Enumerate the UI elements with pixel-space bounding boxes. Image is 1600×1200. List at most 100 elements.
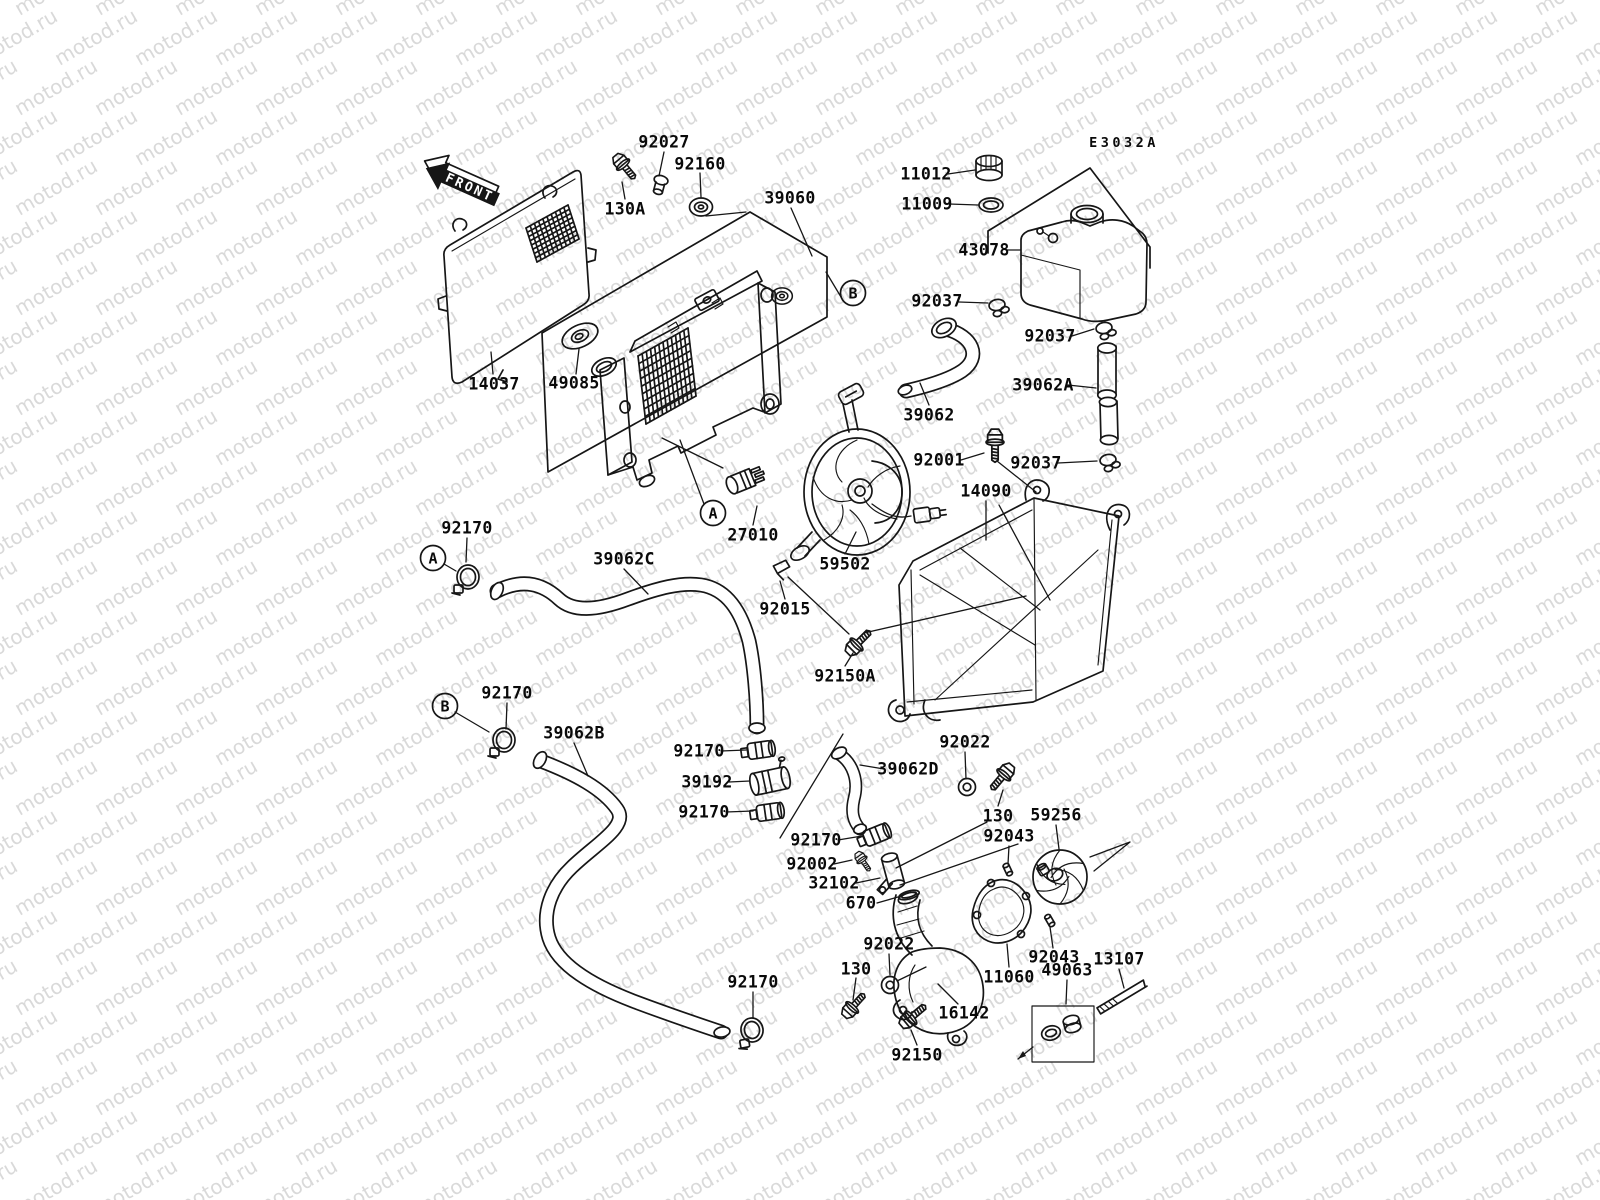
pump-16142-part [908,964,916,1003]
impeller-59256-part [1046,867,1064,882]
seal-kit-49063-part [1031,1005,1095,1063]
shroud-14090-part [1032,485,1042,495]
hoses-part [1098,396,1118,408]
clamp-92170-a [451,564,480,596]
hatch-line [662,341,672,411]
radiator-screen-14037-part [452,217,468,232]
reserve-tank-43078-part [1042,231,1050,237]
fan-59502-part-part [938,508,947,512]
callout-letter: B [440,698,449,716]
seal-11009-part [978,197,1004,213]
cap-11012-part [975,168,1003,182]
hatch-line [674,334,685,404]
callout-a-2: A [699,499,727,527]
thermo-switch-27010-part-part [749,465,762,474]
fan-59502-part [863,497,898,520]
pump-16142-part [892,894,913,956]
pipe-39192 [748,756,792,796]
part-label-92037: 92037 [1024,327,1075,346]
thermo-switch-27010-part-part [753,476,766,484]
part-label-13107: 13107 [1093,950,1144,969]
shroud-14090-part [887,699,911,723]
hoses-part [1099,434,1119,446]
grommet-49085-part [561,322,599,350]
shroud-14090 [887,479,1131,723]
leader-lines-part [779,580,786,600]
part-label-16142: 16142 [938,1004,989,1023]
impeller-59256-part [1059,868,1069,905]
fan-59502-part-part [844,390,858,398]
callout-circle [839,279,867,307]
pump-16142 [892,891,985,1047]
leader-lines-part [1057,460,1098,464]
leader-lines-part [919,382,930,406]
part-label-39062a: 39062A [1012,376,1073,395]
hatch-line [638,342,691,372]
fan-59502-part [803,428,911,556]
leader-lines-part [997,789,1004,807]
hoses-part [1097,345,1117,397]
reserve-tank-43078-part [1075,207,1099,221]
radiator-39060-part-part [694,288,720,312]
hatch-line [638,334,690,365]
part-label-92170: 92170 [790,831,841,850]
hoses-part [1099,400,1119,442]
leader-lines-part [490,351,494,375]
radiator-39060-part [623,452,637,468]
stud-13107-part [1096,979,1148,1015]
leader-lines-part [1007,845,1010,865]
hatch-line [639,349,692,380]
fan-59502 [789,382,948,562]
fan-59502-part [823,504,844,541]
part-label-92027: 92027 [638,133,689,152]
leader-lines-part [575,348,580,375]
pin-92043-2 [1043,912,1057,929]
radiator-screen-14037-part [451,178,576,252]
thermo-switch-27010-part-part [738,471,748,490]
fan-59502-part [789,544,811,562]
impeller-59256-part [1036,862,1050,877]
hoses-part [491,578,763,733]
grommet-92160 [688,197,714,217]
leader-lines-part [910,1029,918,1046]
leader-lines-part [844,652,854,667]
fitting-32102-part [880,854,906,888]
leader-lines-part [888,953,891,976]
radiator-39060 [541,211,828,488]
part-label-11009: 11009 [901,195,952,214]
part-label-92170: 92170 [727,973,778,992]
callout-circle [419,544,447,572]
clamp-92170-d [748,801,787,824]
part-label-43078: 43078 [958,241,1009,260]
part-label-130a: 130A [605,200,646,219]
fan-59502-part [871,503,912,518]
pump-16142-part [946,1030,968,1047]
leader-lines-part [837,835,863,841]
part-label-39062c: 39062C [593,550,654,569]
leader-lines-part [1055,824,1060,850]
leader-lines-part [937,983,959,1005]
hatch-line [529,216,573,242]
pump-16142-part [896,905,925,939]
part-label-49063: 49063 [1041,961,1092,980]
leader-lines-part [1065,979,1068,1005]
hatch-line [653,345,664,416]
leader-lines-part [699,172,702,198]
leader-lines-part [863,595,1027,634]
radiator-39060-part [595,360,613,374]
reserve-tank-43078-part [1020,254,1081,319]
bolt-92150a [840,624,877,661]
part-label-670: 670 [846,894,877,913]
impeller-59256-part-part [1036,862,1047,872]
bolt-130a [608,149,642,185]
fan-59502-part [854,485,866,497]
shroud-14090-part [895,705,905,715]
radiator-39060-part [760,287,774,303]
leader-lines-part [679,439,705,505]
reserve-tank-43078-part [987,167,1151,269]
leader-lines-part [787,576,850,635]
fan-59502-part [835,439,858,483]
part-label-92170: 92170 [441,519,492,538]
